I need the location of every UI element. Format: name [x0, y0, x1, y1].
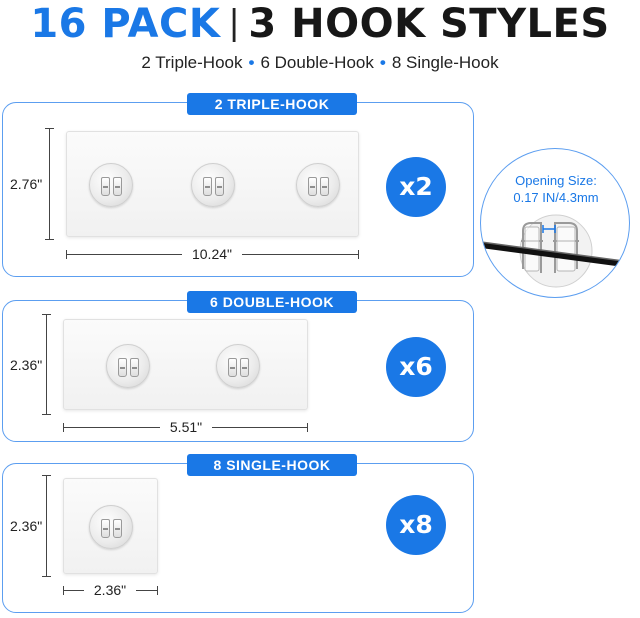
subtitle-double: 6 Double-Hook	[260, 53, 374, 72]
opening-size-zoom: Opening Size: 0.17 IN/4.3mm	[480, 148, 630, 298]
quantity-badge-single: x8	[386, 495, 446, 555]
page-title: 16 PACK|3 HOOK STYLES	[0, 0, 640, 50]
subtitle-dot: •	[379, 53, 386, 72]
hook-plate-double	[63, 319, 308, 410]
adhesive-hook-icon	[216, 344, 260, 388]
hook-plate-triple	[66, 131, 359, 237]
badge-double-hook: 6 DOUBLE-HOOK	[187, 291, 357, 313]
title-separator: |	[228, 3, 241, 43]
subtitle: 2 Triple-Hook • 6 Double-Hook • 8 Single-Hoo…	[0, 52, 640, 74]
subtitle-dot: •	[248, 53, 255, 72]
adhesive-hook-icon	[89, 505, 133, 549]
height-label: 2.36"	[10, 357, 43, 373]
badge-triple-hook: 2 TRIPLE-HOOK	[187, 93, 357, 115]
quantity-badge-triple: x2	[386, 157, 446, 217]
height-dimension-line	[42, 314, 51, 415]
adhesive-hook-icon	[106, 344, 150, 388]
width-label: 2.36"	[84, 582, 136, 598]
rod-icon	[481, 214, 629, 288]
width-label: 10.24"	[182, 246, 242, 262]
height-dimension-line	[45, 128, 54, 240]
adhesive-hook-icon	[191, 163, 235, 207]
opening-size-value: 0.17 IN/4.3mm	[513, 190, 599, 205]
header: 16 PACK|3 HOOK STYLES	[0, 0, 640, 50]
subtitle-single: 8 Single-Hook	[391, 53, 499, 72]
height-label: 2.36"	[10, 518, 43, 534]
quantity-badge-double: x6	[386, 337, 446, 397]
height-label: 2.76"	[10, 176, 43, 192]
adhesive-hook-icon	[296, 163, 340, 207]
subtitle-triple: 2 Triple-Hook	[141, 53, 243, 72]
adhesive-hook-icon	[89, 163, 133, 207]
opening-size-label: Opening Size:	[515, 173, 597, 188]
title-hook-styles: 3 HOOK STYLES	[248, 1, 610, 47]
width-label: 5.51"	[160, 419, 212, 435]
hook-plate-single	[63, 478, 158, 574]
height-dimension-line	[42, 475, 51, 577]
title-pack-count: 16 PACK	[30, 1, 221, 47]
badge-single-hook: 8 SINGLE-HOOK	[187, 454, 357, 476]
